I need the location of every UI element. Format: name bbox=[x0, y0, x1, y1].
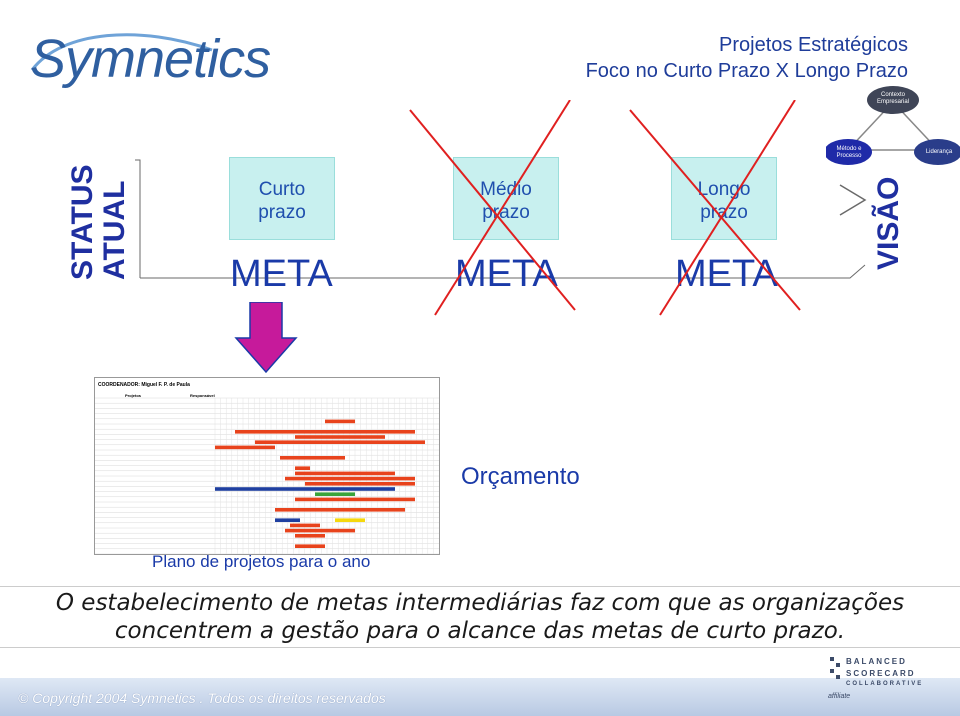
triangle-node-top: Contexto Empresarial bbox=[876, 91, 909, 105]
gantt-bar bbox=[290, 523, 320, 528]
logo-text: Symnetics bbox=[30, 29, 271, 89]
message-box bbox=[0, 586, 960, 648]
down-arrow bbox=[234, 302, 298, 374]
gantt-bar bbox=[335, 518, 365, 522]
timeline-arrow bbox=[135, 159, 867, 279]
vision-label: VISÃO bbox=[872, 176, 905, 270]
meta-curto: META bbox=[230, 253, 333, 295]
meta-longo: META bbox=[675, 253, 778, 295]
gantt-bar bbox=[235, 430, 415, 434]
red-cross-marks bbox=[409, 100, 801, 316]
triangle-diagram bbox=[826, 86, 960, 165]
gantt-bar bbox=[295, 544, 325, 548]
gantt-bar bbox=[215, 445, 275, 450]
project-gantt-chart: COORDENADOR: Miguel F. P. de Paula Proje… bbox=[94, 377, 440, 555]
meta-medio: META bbox=[455, 253, 558, 295]
copyright-text: © Copyright 2004 Symnetics . Todos os di… bbox=[18, 690, 386, 706]
message-line1: O estabelecimento de metas intermediária… bbox=[55, 590, 905, 616]
budget-label: Orçamento bbox=[461, 463, 580, 490]
triangle-node-right: Liderança bbox=[925, 149, 953, 156]
gantt-coordinator: COORDENADOR: Miguel F. P. de Paula bbox=[98, 382, 190, 388]
footer-bar bbox=[0, 678, 960, 716]
gantt-bar bbox=[285, 528, 355, 533]
gantt-col-projects: Projetos bbox=[125, 393, 142, 398]
gantt-col-responsible: Responsável bbox=[190, 393, 215, 398]
horizon-box-longo: Longoprazo bbox=[671, 157, 777, 240]
page-title: Projetos Estratégicos bbox=[719, 34, 908, 56]
triangle-node-left: Método e Processo bbox=[836, 145, 862, 159]
gantt-bar bbox=[275, 518, 300, 522]
gantt-bar bbox=[280, 456, 345, 460]
gantt-grid bbox=[95, 397, 439, 554]
gantt-bar bbox=[295, 471, 395, 476]
gantt-bar bbox=[285, 476, 415, 481]
gantt-bar bbox=[315, 492, 355, 496]
gantt-bar bbox=[295, 466, 310, 470]
message-line2: concentrem a gestão para o alcance das m… bbox=[114, 618, 846, 644]
plan-label: Plano de projetos para o ano bbox=[152, 552, 371, 571]
gantt-bar bbox=[215, 487, 395, 491]
gantt-bar bbox=[305, 482, 415, 486]
gantt-bar bbox=[295, 534, 325, 538]
gantt-bar bbox=[325, 419, 355, 424]
gantt-bar bbox=[295, 497, 415, 502]
gantt-bar bbox=[275, 508, 405, 512]
symnetics-logo bbox=[22, 30, 222, 100]
status-label: STATUS ATUAL bbox=[66, 164, 131, 280]
page-subtitle: Foco no Curto Prazo X Longo Prazo bbox=[585, 60, 908, 82]
gantt-bar bbox=[255, 440, 425, 444]
bsc-collaborative-logo: BALANCED SCORECARD COLLABORATIVE affilia… bbox=[828, 657, 924, 700]
gantt-bar bbox=[295, 435, 385, 439]
